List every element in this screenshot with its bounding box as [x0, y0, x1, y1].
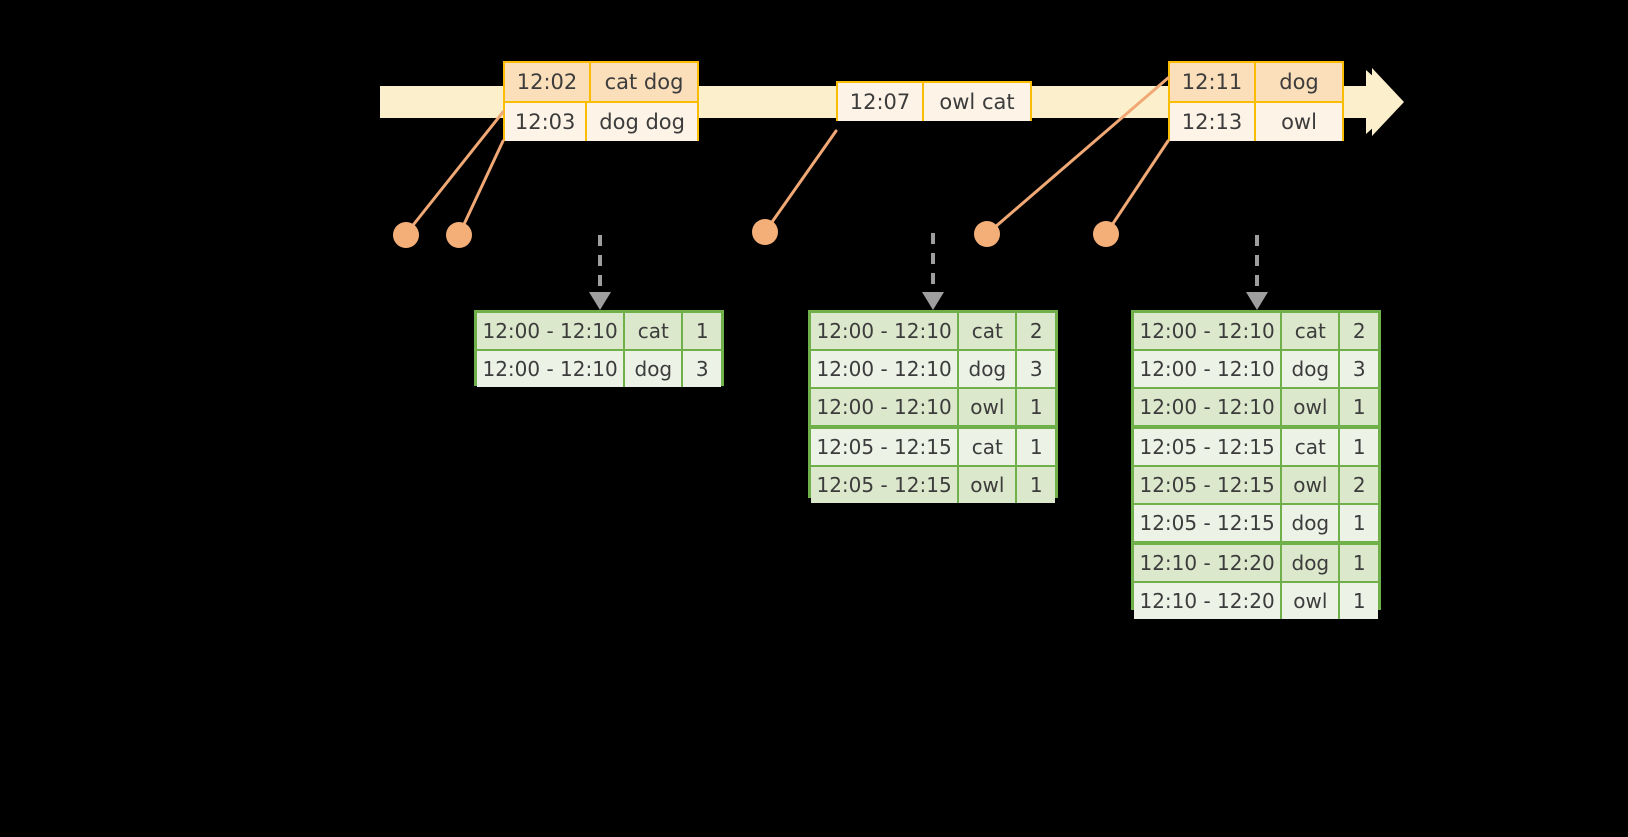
key-cell: dog	[1282, 505, 1341, 541]
count-cell: 1	[1352, 551, 1366, 575]
event-group-2[interactable]: 12:07 owl cat	[836, 81, 1032, 121]
connector-line-1	[404, 110, 505, 236]
table-row[interactable]: 12:00 - 12:10 dog 3	[811, 351, 1055, 389]
count-cell: 1	[1029, 395, 1043, 419]
count-cell: 2	[1352, 473, 1366, 497]
window-cell: 12:00 - 12:10	[811, 313, 960, 349]
key-cell: dog	[959, 351, 1018, 387]
event-row[interactable]: 12:02 cat dog	[505, 63, 697, 101]
key-cell: cat	[959, 313, 1018, 349]
window-cell: 12:00 - 12:10	[1134, 351, 1283, 387]
dot-2	[446, 222, 472, 248]
key-cell: cat	[1282, 313, 1341, 349]
window-cell: 12:00 - 12:10	[477, 313, 626, 349]
key-cell: owl	[1282, 389, 1341, 425]
result-table-2[interactable]: 12:00 - 12:10 cat 2 12:00 - 12:10 dog 3 …	[808, 310, 1058, 503]
dashed-arrow-head-1	[589, 292, 611, 310]
dot-4	[974, 221, 1000, 247]
table-row[interactable]: 12:05 - 12:15 owl 1	[811, 467, 1055, 503]
key-cell: owl	[959, 467, 1018, 503]
event-time: 12:13	[1170, 103, 1256, 141]
count-cell: 3	[1029, 357, 1043, 381]
count-cell: 3	[1352, 357, 1366, 381]
key-cell: owl	[1282, 583, 1341, 619]
table-row[interactable]: 12:00 - 12:10 dog 3	[477, 351, 721, 387]
window-cell: 12:00 - 12:10	[1134, 389, 1283, 425]
event-payload: dog dog	[599, 109, 685, 134]
table-row[interactable]: 12:00 - 12:10 dog 3	[1134, 351, 1378, 389]
count-cell: 2	[1029, 319, 1043, 343]
table-row[interactable]: 12:10 - 12:20 owl 1	[1134, 583, 1378, 619]
event-time: 12:07	[838, 83, 924, 121]
table-row[interactable]: 12:00 - 12:10 cat 1	[477, 313, 721, 351]
result-table-3[interactable]: 12:00 - 12:10 cat 2 12:00 - 12:10 dog 3 …	[1131, 310, 1381, 619]
count-cell: 1	[1352, 511, 1366, 535]
table-row[interactable]: 12:05 - 12:15 dog 1	[1134, 505, 1378, 545]
event-row[interactable]: 12:11 dog	[1170, 63, 1342, 101]
table-row[interactable]: 12:00 - 12:10 cat 2	[1134, 313, 1378, 351]
event-group-1[interactable]: 12:02 cat dog 12:03 dog dog	[503, 61, 699, 141]
window-cell: 12:05 - 12:15	[1134, 505, 1283, 541]
event-row[interactable]: 12:03 dog dog	[505, 101, 697, 141]
connector-line-5	[1104, 139, 1170, 236]
table-row[interactable]: 12:05 - 12:15 cat 1	[811, 429, 1055, 467]
dot-3	[752, 219, 778, 245]
event-time: 12:02	[505, 63, 591, 101]
table-row[interactable]: 12:10 - 12:20 dog 1	[1134, 545, 1378, 583]
count-cell: 1	[1352, 589, 1366, 613]
window-cell: 12:05 - 12:15	[1134, 467, 1283, 503]
key-cell: owl	[1282, 467, 1341, 503]
window-cell: 12:00 - 12:10	[477, 351, 626, 387]
dot-1	[393, 222, 419, 248]
key-cell: dog	[1282, 351, 1341, 387]
window-cell: 12:05 - 12:15	[1134, 429, 1283, 465]
dashed-arrow-head-2	[922, 292, 944, 310]
count-cell: 3	[695, 357, 709, 381]
window-cell: 12:00 - 12:10	[1134, 313, 1283, 349]
table-row[interactable]: 12:05 - 12:15 cat 1	[1134, 429, 1378, 467]
key-cell: dog	[625, 351, 684, 387]
event-payload: cat dog	[604, 69, 684, 94]
key-cell: owl	[959, 389, 1018, 425]
event-group-3[interactable]: 12:11 dog 12:13 owl	[1168, 61, 1344, 141]
event-payload: owl cat	[939, 89, 1015, 114]
count-cell: 1	[1029, 435, 1043, 459]
window-cell: 12:10 - 12:20	[1134, 583, 1283, 619]
event-row[interactable]: 12:13 owl	[1170, 101, 1342, 141]
event-row[interactable]: 12:07 owl cat	[838, 83, 1030, 121]
count-cell: 2	[1352, 319, 1366, 343]
connector-line-2	[457, 139, 505, 237]
table-row[interactable]: 12:00 - 12:10 cat 2	[811, 313, 1055, 351]
event-time: 12:03	[505, 103, 588, 141]
window-cell: 12:00 - 12:10	[811, 389, 960, 425]
event-time: 12:11	[1170, 63, 1256, 101]
key-cell: dog	[1282, 545, 1341, 581]
connector-line-3	[763, 129, 838, 234]
key-cell: cat	[625, 313, 684, 349]
key-cell: cat	[959, 429, 1018, 465]
result-table-1[interactable]: 12:00 - 12:10 cat 1 12:00 - 12:10 dog 3	[474, 310, 724, 387]
count-cell: 1	[1029, 473, 1043, 497]
table-row[interactable]: 12:00 - 12:10 owl 1	[1134, 389, 1378, 429]
table-row[interactable]: 12:00 - 12:10 owl 1	[811, 389, 1055, 429]
window-cell: 12:00 - 12:10	[811, 351, 960, 387]
window-cell: 12:05 - 12:15	[811, 429, 960, 465]
count-cell: 1	[1352, 395, 1366, 419]
count-cell: 1	[695, 319, 709, 343]
event-payload: owl	[1281, 109, 1317, 134]
key-cell: cat	[1282, 429, 1341, 465]
dot-5	[1093, 221, 1119, 247]
table-row[interactable]: 12:05 - 12:15 owl 2	[1134, 467, 1378, 505]
event-payload: dog	[1279, 69, 1319, 94]
window-cell: 12:10 - 12:20	[1134, 545, 1283, 581]
window-cell: 12:05 - 12:15	[811, 467, 960, 503]
count-cell: 1	[1352, 435, 1366, 459]
dashed-arrow-head-3	[1246, 292, 1268, 310]
